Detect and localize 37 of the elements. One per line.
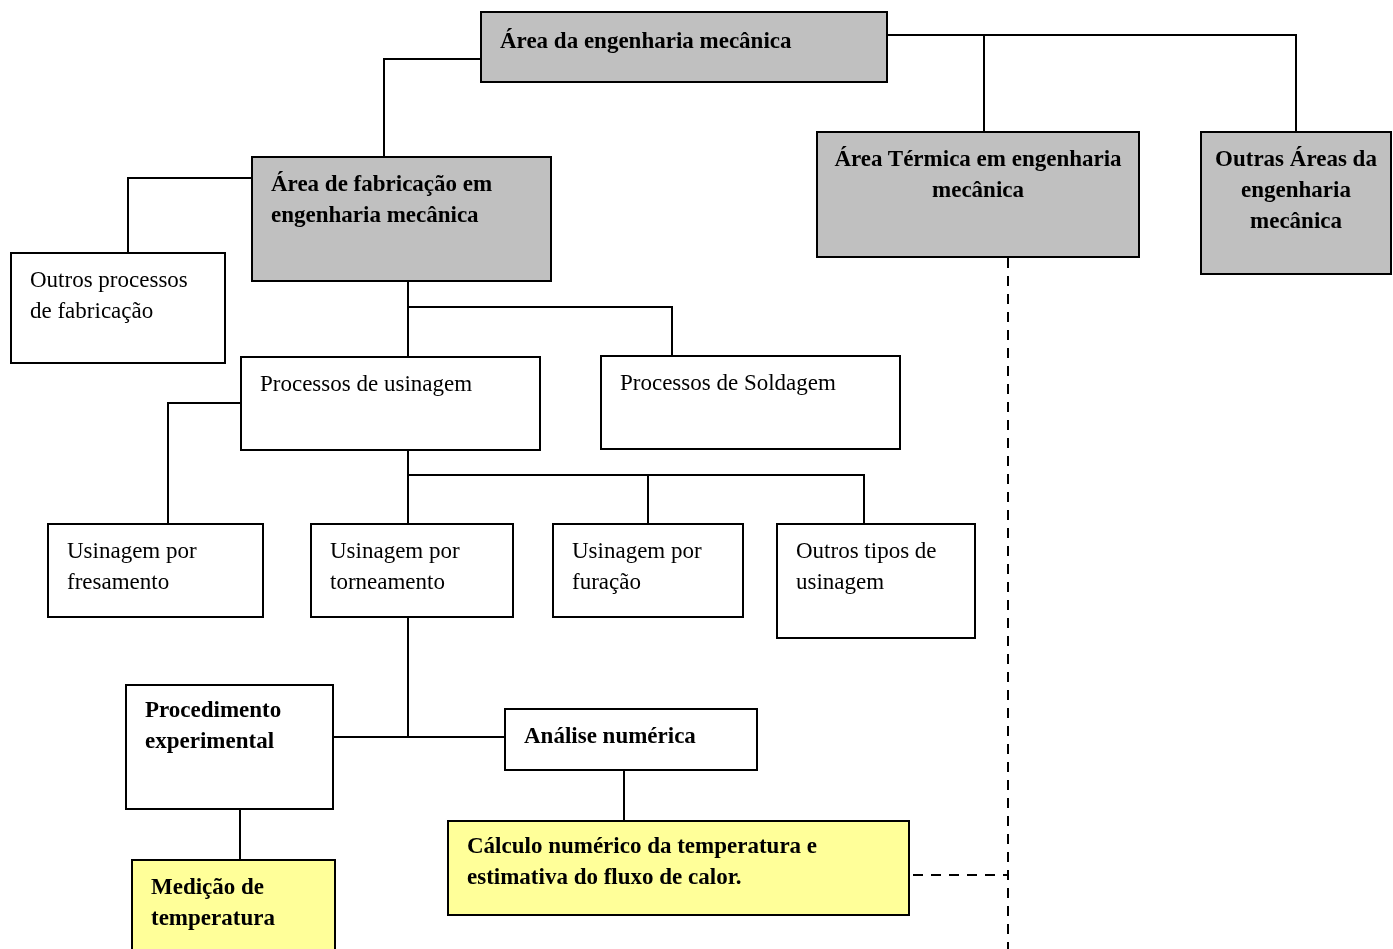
process-box (552, 523, 744, 618)
connector-line (623, 770, 625, 821)
process-box (47, 523, 264, 618)
process-box (125, 684, 334, 810)
process-box (600, 355, 901, 450)
process-box (10, 252, 226, 364)
node-label: Outros processos de fabricação (30, 266, 189, 325)
connector-line (239, 809, 241, 860)
area-box (251, 156, 552, 282)
connector-line (407, 617, 505, 738)
node-label: Processos de usinagem (260, 370, 474, 398)
node-label: Análise numérica (524, 722, 697, 750)
node-label: Outras Áreas da engenharia mecânica (1214, 145, 1378, 235)
highlight-box (447, 820, 910, 916)
area-box (816, 131, 1140, 258)
area-box (480, 11, 888, 83)
node-label: Processos de Soldagem (620, 369, 837, 397)
process-box (504, 708, 758, 771)
highlight-box (131, 859, 336, 949)
node-label: Outros tipos de usinagem (796, 537, 938, 596)
connector-line (167, 402, 241, 524)
node-label: Usinagem por fresamento (67, 537, 198, 596)
node-label: Medição de temperatura (151, 873, 276, 932)
node-label: Área da engenharia mecânica (500, 27, 793, 55)
area-box (1200, 131, 1392, 275)
node-label: Área Térmica em engenharia mecânica (833, 145, 1123, 204)
node-label: Usinagem por furação (572, 537, 703, 596)
process-box (310, 523, 514, 618)
node-label: Cálculo numérico da temperatura e estimativa do fluxo de calor. (467, 832, 819, 891)
process-box (240, 356, 541, 451)
process-box (776, 523, 976, 639)
connector-line (383, 58, 481, 157)
connector-line (127, 177, 252, 253)
node-label: Procedimento experimental (145, 696, 283, 755)
node-label: Usinagem por torneamento (330, 537, 461, 596)
node-label: Área de fabricação em engenharia mecânica (271, 170, 494, 229)
connector-line (407, 281, 673, 356)
